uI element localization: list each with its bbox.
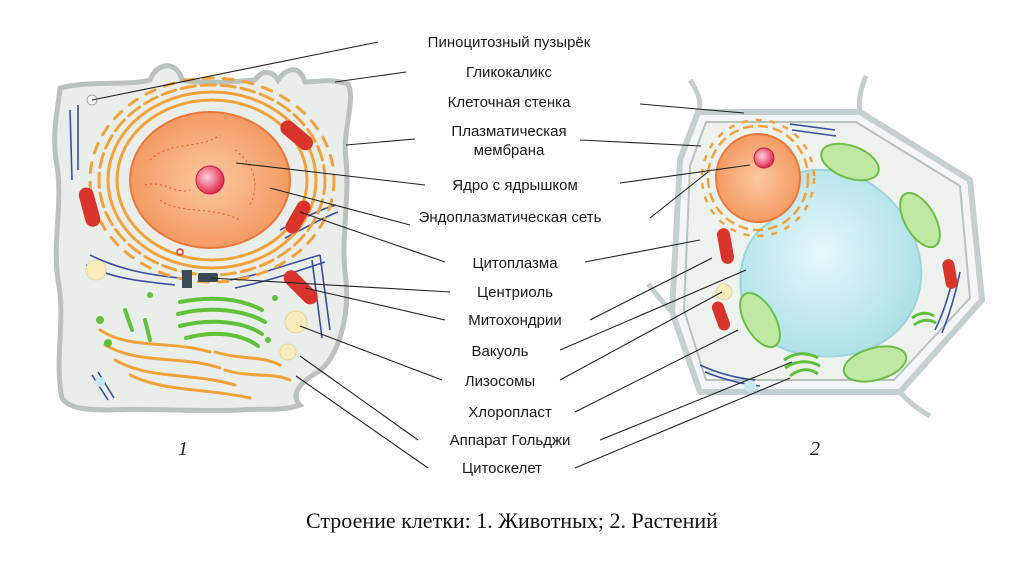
- plant-neighbour-walls: [646, 75, 932, 419]
- animal-er: [88, 76, 336, 400]
- plant-mitochondria: [711, 228, 958, 331]
- animal-cell: [52, 63, 353, 414]
- label-golgi: Аппарат Гольджи: [450, 432, 571, 449]
- label-cytoskeleton: Цитоскелет: [462, 460, 542, 477]
- label-chloroplast: Хлоропласт: [468, 404, 552, 421]
- plant-chloroplasts: [739, 142, 941, 383]
- label-pinocytic-vesicle: Пиноцитозный пузырёк: [428, 34, 591, 51]
- animal-nucleolus: [195, 165, 225, 195]
- figure-number-animal: 1: [178, 438, 188, 460]
- leader-lines: [91, 41, 793, 469]
- label-cytoplasm: Цитоплазма: [472, 255, 558, 272]
- plant-golgi: [783, 311, 937, 378]
- label-er: Эндоплазматическая сеть: [419, 209, 602, 226]
- label-nucleus: Ядро с ядрышком: [452, 177, 578, 194]
- plant-nucleus: [715, 133, 801, 223]
- label-plasma-membrane-line2: мембрана: [474, 142, 545, 159]
- figure-number-plant: 2: [810, 438, 820, 460]
- figure-caption: Строение клетки: 1. Животных; 2. Растени…: [306, 508, 718, 533]
- label-centriole: Центриоль: [477, 284, 553, 301]
- plant-cell: [646, 75, 985, 419]
- label-cell-wall: Клеточная стенка: [448, 94, 571, 111]
- animal-centriole: [182, 270, 218, 288]
- label-mitochondria: Митохондрии: [468, 312, 562, 329]
- plant-small-vacuoles: [715, 283, 756, 392]
- animal-chromatin: [144, 134, 256, 221]
- label-plasma-membrane-line1: Плазматическая: [451, 123, 566, 140]
- label-glycocalyx: Гликокаликс: [466, 64, 553, 81]
- animal-golgi: [96, 292, 278, 348]
- label-vacuole: Вакуоль: [472, 343, 529, 360]
- animal-mitochondria: [78, 120, 318, 305]
- labels: Пиноцитозный пузырёк Гликокаликс Клеточн…: [178, 34, 820, 477]
- plant-nucleolus: [753, 147, 775, 169]
- plant-er: [700, 118, 816, 238]
- label-lysosomes: Лизосомы: [465, 373, 535, 390]
